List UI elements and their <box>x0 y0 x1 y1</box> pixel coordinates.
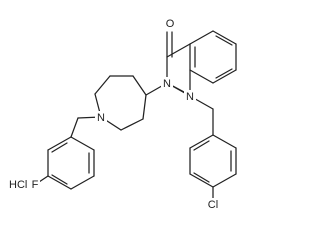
bond <box>142 94 147 120</box>
label-bg <box>205 198 222 211</box>
bond <box>212 30 237 45</box>
label-bg <box>30 178 40 191</box>
bond <box>70 175 95 190</box>
bond-inner <box>51 142 68 153</box>
nitrogen-2-label: N <box>163 78 171 90</box>
bond <box>189 69 214 84</box>
fluorophenyl-ring <box>38 136 95 190</box>
structure-drawing: O N N N F Cl HCl <box>9 16 237 211</box>
benzo-ring <box>189 30 237 84</box>
bond-inner <box>193 140 210 151</box>
bond <box>120 118 144 131</box>
bond <box>47 175 72 190</box>
bond <box>212 134 237 149</box>
bond <box>132 75 147 96</box>
oxygen-label: O <box>166 18 175 30</box>
bond <box>94 75 111 95</box>
label-bg <box>163 16 177 30</box>
bond <box>189 30 214 45</box>
bond-inner <box>193 172 210 183</box>
bond <box>189 173 214 188</box>
bond-inner <box>215 68 233 79</box>
bond-c-f <box>38 175 49 183</box>
bond <box>212 69 237 84</box>
bond-double-cn <box>170 84 187 94</box>
azepane-nitrogen-label: N <box>97 112 105 124</box>
bond <box>189 134 214 149</box>
molecule-diagram: O N N N F Cl HCl <box>9 16 237 211</box>
bond <box>70 136 95 151</box>
nitrogen-3-label: N <box>186 91 194 103</box>
bond <box>166 43 191 58</box>
fluorine-label: F <box>32 179 39 191</box>
bond <box>47 136 72 151</box>
chlorophenyl-ring <box>189 134 237 201</box>
label-bg <box>184 90 196 103</box>
bond <box>212 173 237 188</box>
bond-inner <box>51 174 68 185</box>
chlorine-label: Cl <box>208 199 218 211</box>
bond-inner <box>215 35 233 46</box>
label-bg <box>161 77 173 90</box>
label-bg <box>95 111 107 124</box>
pyridazinone-ring <box>166 31 191 97</box>
salt-label: HCl <box>9 179 27 191</box>
bond-ch2-aryl <box>70 117 79 138</box>
